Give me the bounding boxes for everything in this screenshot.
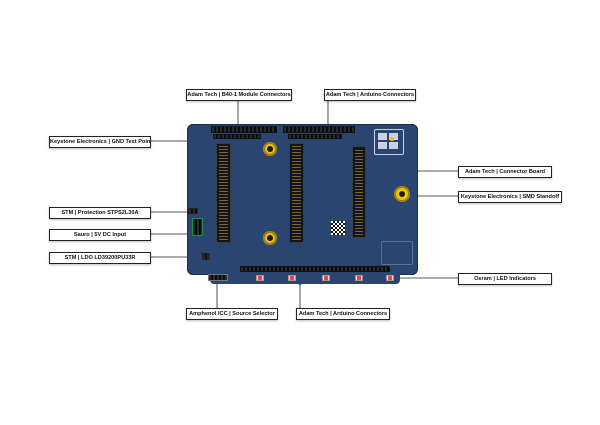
board-bottom-extension xyxy=(210,272,400,284)
top-header-right xyxy=(283,126,355,133)
callout-connector-board: Adam Tech | Connector Board xyxy=(458,166,552,178)
ldo-chip xyxy=(202,253,210,260)
callout-gnd-test-point: Keystone Electronics | GND Test Point xyxy=(49,136,151,148)
connector-board-header xyxy=(352,146,366,238)
top-header-left xyxy=(211,126,277,133)
standoff-bottom xyxy=(263,231,277,245)
callout-source-selector: Amphenol ICC | Source Selector xyxy=(186,308,278,320)
standoff-top xyxy=(263,142,277,156)
top-header-left-2 xyxy=(213,134,261,139)
callout-protection: STM | Protection STPS2L30A xyxy=(49,207,151,219)
dc-input-terminal xyxy=(192,218,203,236)
led-4 xyxy=(355,275,363,281)
source-selector-switch xyxy=(208,274,228,281)
callout-ldo: STM | LDO LD39200PU33R xyxy=(49,252,151,264)
callout-smd-standoff: Keystone Electronics | SMD Standoff xyxy=(458,191,562,203)
qr-code xyxy=(331,221,345,235)
protection-diode xyxy=(188,208,198,214)
silkscreen-cert-mark xyxy=(381,241,413,265)
led-1 xyxy=(256,275,264,281)
board-logo xyxy=(370,127,410,157)
smd-standoff xyxy=(394,186,410,202)
bottom-header xyxy=(240,266,390,272)
callout-arduino-connectors-bottom: Adam Tech | Arduino Connectors xyxy=(296,308,390,320)
top-header-right-2 xyxy=(288,134,342,139)
b40-module-connector-left xyxy=(216,143,231,243)
callout-arduino-connectors-top: Adam Tech | Arduino Connectors xyxy=(324,89,416,101)
callout-led-indicators: Osram | LED Indicators xyxy=(458,273,552,285)
callout-b40-module-connectors: Adam Tech | B40-1 Module Connectors xyxy=(186,89,292,101)
led-5 xyxy=(386,275,394,281)
b40-module-connector-right xyxy=(289,143,304,243)
led-2 xyxy=(288,275,296,281)
gnd-test-point xyxy=(390,137,394,141)
led-3 xyxy=(322,275,330,281)
callout-dc-input: Sauro | 5V DC Input xyxy=(49,229,151,241)
